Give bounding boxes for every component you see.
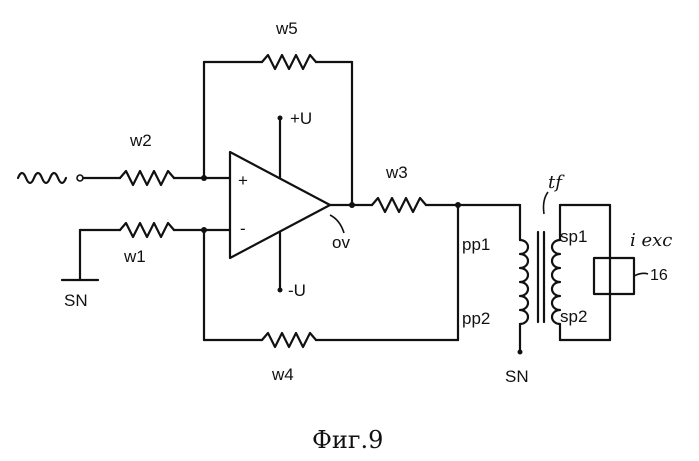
figure-caption: Фиг.9: [312, 426, 383, 454]
label-iexc: i exc: [630, 230, 672, 251]
label-sn-bottom: SN: [505, 367, 529, 386]
label-sp2: sp2: [560, 307, 587, 326]
label-w1: w1: [123, 247, 146, 266]
label-pp1: pp1: [462, 235, 490, 254]
label-pp2: pp2: [462, 309, 490, 328]
block-16: [594, 258, 634, 294]
label-block16: 16: [650, 267, 668, 284]
label-w3: w3: [385, 163, 408, 182]
label-sn-left: SN: [64, 291, 88, 310]
input-signal-symbol: [18, 173, 66, 183]
resistor-w2: [120, 171, 174, 185]
label-w2: w2: [129, 131, 152, 150]
primary-coil: [520, 240, 528, 324]
label-w4: w4: [271, 365, 294, 384]
label-minus-input: -: [240, 219, 246, 238]
resistor-w3: [372, 198, 426, 212]
label-w5: w5: [275, 19, 298, 38]
label-tf: tf: [548, 172, 565, 193]
resistor-w5: [262, 55, 316, 69]
label-ov: ov: [332, 233, 350, 252]
label-plus-input: +: [238, 171, 248, 190]
label-minus-u: -U: [288, 281, 306, 300]
resistor-w4: [262, 333, 316, 347]
resistor-w1: [120, 223, 174, 237]
secondary-coil: [552, 240, 560, 324]
label-plus-u: +U: [290, 109, 312, 128]
label-sp1: sp1: [560, 227, 587, 246]
